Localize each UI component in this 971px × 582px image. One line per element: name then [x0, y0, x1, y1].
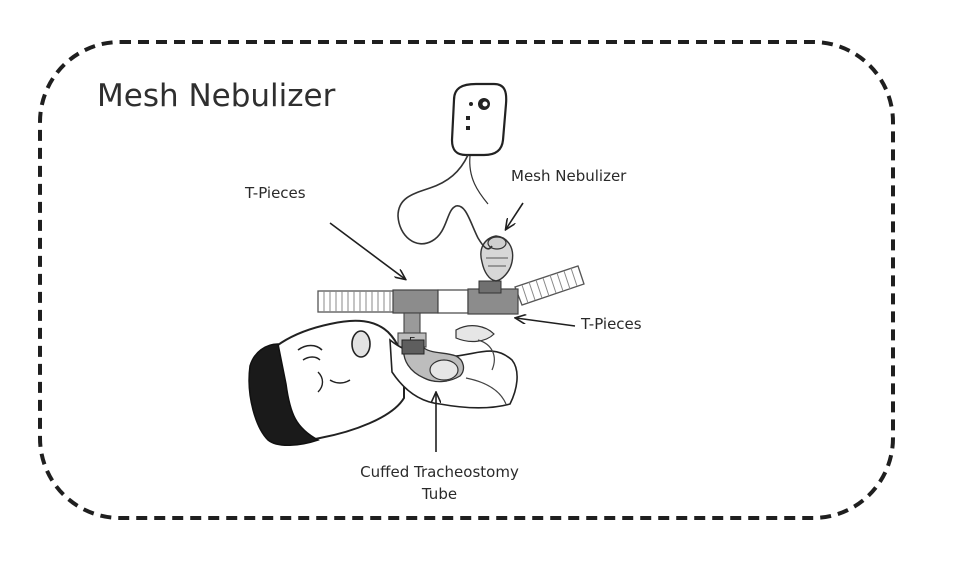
- patient-head: [248, 319, 405, 446]
- patient-neck-body: [389, 325, 518, 409]
- nebulizer-controller: [450, 82, 508, 157]
- corrugated-tube-left: [317, 290, 395, 313]
- t-piece-connector: E: [392, 280, 519, 348]
- mesh-nebulizer-unit: [480, 235, 514, 282]
- arrow-t-pieces-top: [329, 222, 405, 279]
- arrow-t-pieces-right: [516, 318, 576, 327]
- label-mesh-nebulizer: Mesh Nebulizer: [511, 167, 627, 185]
- dashed-border: [38, 40, 895, 520]
- corrugated-tube-right: [514, 265, 585, 306]
- label-cuffed-line2: Tube: [421, 485, 458, 503]
- label-t-pieces-top: T-Pieces: [245, 184, 306, 202]
- nebulizer-cable: [397, 154, 493, 250]
- diagram-title: Mesh Nebulizer: [97, 78, 336, 114]
- label-cuffed-tracheostomy-tube: Cuffed Tracheostomy Tube: [347, 461, 532, 505]
- arrow-mesh-nebulizer: [506, 202, 524, 229]
- label-cuffed-line1: Cuffed Tracheostomy: [360, 463, 519, 481]
- label-t-pieces-right: T-Pieces: [581, 315, 642, 333]
